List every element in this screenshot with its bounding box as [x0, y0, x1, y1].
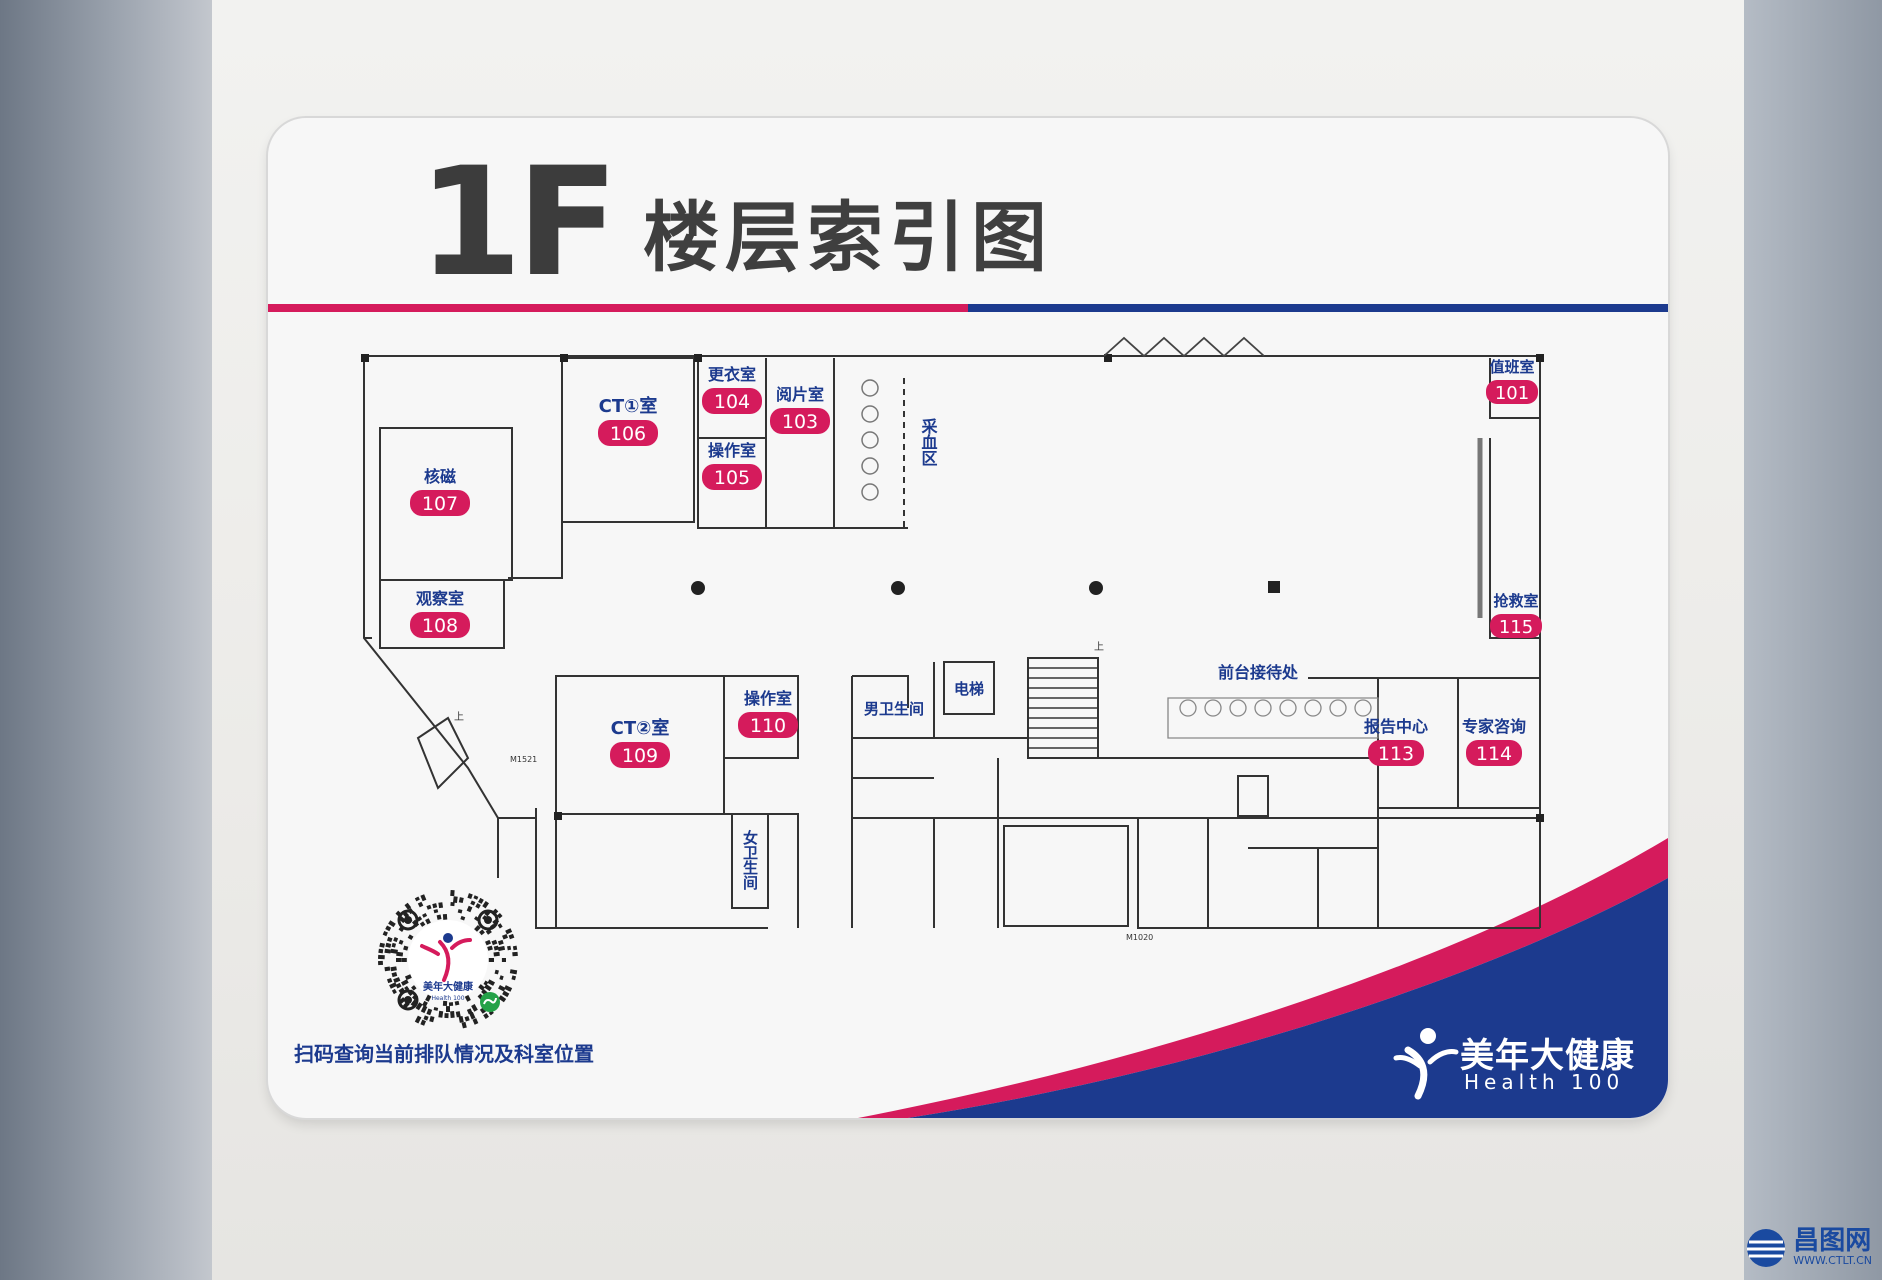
room-115: 抢救室 115 [1490, 592, 1542, 638]
room-106: CT①室 106 [598, 395, 658, 446]
room-107-number: 107 [422, 493, 458, 515]
room-104-badge [702, 388, 762, 414]
stair-up-marker-1: 上 [454, 711, 464, 723]
brand-logo-icon [1393, 1028, 1459, 1100]
room-108-badge [410, 612, 470, 638]
brand-name-en: Health 100 [1464, 1070, 1625, 1094]
watermark-cn: 昌图网 [1793, 1226, 1872, 1257]
room-110-badge [738, 712, 798, 738]
top-folding-door [1103, 336, 1265, 358]
title-rule-pink [268, 304, 968, 312]
room-114-badge [1466, 740, 1522, 766]
room-114-number: 114 [1476, 743, 1512, 765]
site-watermark: 昌图网 WWW.CTLT.CN [1745, 1222, 1872, 1274]
room-105: 操作室 105 [702, 441, 762, 490]
room-101-number: 101 [1495, 383, 1529, 404]
room-104: 更衣室 104 [702, 365, 762, 414]
door-code-1: M1521 [510, 755, 537, 764]
reception-seats [1167, 697, 1379, 739]
room-107-name: 核磁 [424, 467, 456, 486]
room-109-badge [610, 742, 670, 768]
brand-name-cn: 美年大健康 [1460, 1036, 1635, 1076]
sign-title: 楼层索引图 [643, 193, 1053, 282]
room-106-name: CT①室 [599, 395, 658, 417]
room-115-badge [1490, 614, 1542, 638]
mini-program-icon [480, 992, 500, 1012]
room-103-badge [770, 408, 830, 434]
room-110-name: 操作室 [744, 689, 792, 708]
plan-walls [363, 355, 1541, 929]
room-114: 专家咨询 114 [1462, 717, 1526, 766]
room-113-number: 113 [1378, 743, 1414, 765]
room-110: 操作室 110 [738, 689, 798, 738]
room-104-number: 104 [714, 391, 750, 413]
plan-columns [361, 354, 1544, 822]
room-105-name: 操作室 [708, 441, 756, 460]
stair-up-marker-2: 上 [1094, 641, 1104, 653]
door-code-2: M1020 [1126, 933, 1153, 942]
blood-draw-area: 采血区 [919, 418, 939, 466]
room-badges: CT①室 106 更衣室 104 阅片室 103 操作室 105 核磁 [410, 358, 1542, 768]
elevator-label: 电梯 [954, 680, 984, 698]
room-108-name: 观察室 [416, 589, 464, 608]
watermark-globe-icon [1747, 1229, 1786, 1267]
room-110-number: 110 [750, 715, 786, 737]
floor-index-sign: 1F 楼层索引图 [268, 118, 1668, 1118]
room-115-number: 115 [1499, 617, 1533, 638]
qr-brand-en: Health 100 [431, 995, 464, 1002]
room-106-number: 106 [610, 423, 646, 445]
room-109-number: 109 [622, 745, 658, 767]
reception-label: 前台接待处 [1218, 663, 1299, 682]
blood-draw-seats [861, 379, 879, 501]
room-109: CT②室 109 [610, 717, 670, 768]
room-107: 核磁 107 [410, 467, 470, 516]
room-106-badge [598, 420, 658, 446]
area-labels: 采血区 电梯 男卫生间 女卫生间 前台接待处 M1521 M1020 上 上 [454, 418, 1299, 942]
qr-brand-cn: 美年大健康 [423, 980, 474, 993]
room-113-name: 报告中心 [1364, 717, 1428, 736]
room-115-name: 抢救室 [1493, 592, 1538, 610]
womens-restroom-label: 女卫生间 [741, 829, 759, 891]
qr-dots [378, 890, 518, 1029]
room-105-number: 105 [714, 467, 750, 489]
room-108: 观察室 108 [410, 589, 470, 638]
room-101: 值班室 101 [1486, 358, 1538, 404]
room-103-number: 103 [782, 411, 818, 433]
title-rule-blue [968, 304, 1668, 312]
room-105-badge [702, 464, 762, 490]
room-108-number: 108 [422, 615, 458, 637]
brand-swoosh-blue [908, 878, 1668, 1118]
mini-program-qr-code[interactable]: 美年大健康 Health 100 [378, 890, 518, 1030]
qr-brand-logo [420, 938, 472, 982]
floor-number: 1F [418, 136, 619, 310]
room-113-badge [1368, 740, 1424, 766]
room-109-name: CT②室 [611, 717, 670, 739]
watermark-en: WWW.CTLT.CN [1793, 1254, 1872, 1268]
room-113: 报告中心 113 [1364, 717, 1428, 766]
room-101-name: 值班室 [1489, 358, 1534, 376]
floor-plan: CT①室 106 更衣室 104 阅片室 103 操作室 105 核磁 [361, 336, 1668, 1118]
room-107-badge [410, 490, 470, 516]
scan-instruction: 扫码查询当前排队情况及科室位置 [294, 1042, 594, 1066]
mens-restroom-label: 男卫生间 [864, 700, 924, 718]
room-114-name: 专家咨询 [1462, 717, 1526, 736]
room-104-name: 更衣室 [708, 365, 756, 384]
room-103-name: 阅片室 [776, 385, 824, 404]
room-101-badge [1486, 380, 1538, 404]
room-103: 阅片室 103 [770, 385, 830, 434]
